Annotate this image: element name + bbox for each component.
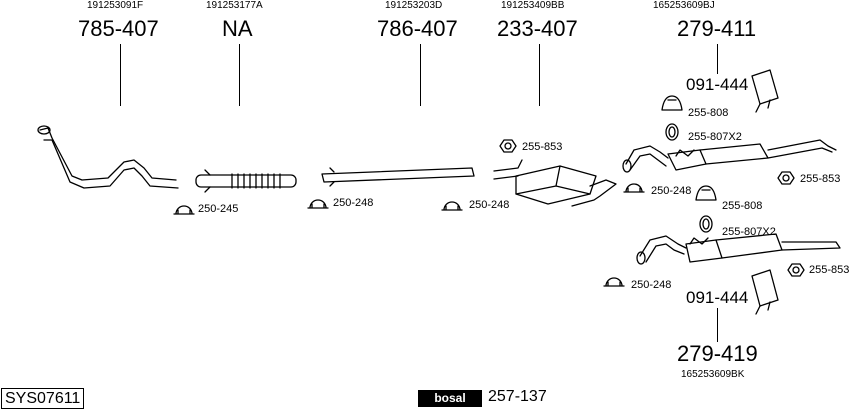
label-rubber-2[interactable]: 255-808 — [722, 200, 763, 212]
label-gasket-1[interactable]: 255-853 — [522, 141, 563, 153]
part-number-mount-2[interactable]: 091-444 — [686, 288, 749, 307]
brand-part-number[interactable]: 257-137 — [488, 388, 547, 405]
label-gasket-2[interactable]: 255-853 — [800, 173, 841, 185]
label-clamp-3[interactable]: 250-248 — [469, 199, 510, 211]
front-pipe-drawing[interactable] — [37, 125, 179, 189]
gasket-icon[interactable] — [777, 171, 795, 185]
label-ring-1[interactable]: 255-807X2 — [688, 131, 742, 143]
label-gasket-3[interactable]: 255-853 — [809, 264, 850, 276]
label-rubber-1[interactable]: 255-808 — [688, 107, 729, 119]
rear-silencer-1-drawing[interactable] — [622, 139, 837, 173]
oe-number-front-silencer: 191253409BB — [501, 0, 565, 11]
ring-icon[interactable] — [665, 123, 679, 141]
clamp-icon[interactable] — [307, 199, 329, 209]
oe-number-pipe: 191253203D — [385, 0, 443, 11]
clamp-icon[interactable] — [441, 201, 463, 211]
leader-line-pipe — [420, 44, 421, 106]
leader-line-rear-silencer-1 — [717, 44, 718, 74]
label-clamp-4[interactable]: 250-248 — [651, 185, 692, 197]
clamp-icon[interactable] — [623, 183, 645, 193]
label-clamp-5[interactable]: 250-248 — [631, 279, 672, 291]
part-number-front-silencer[interactable]: 233-407 — [497, 16, 578, 41]
leader-line-front-pipe — [120, 44, 121, 106]
oe-number-rear-silencer-2: 165253609BK — [681, 369, 745, 380]
gasket-icon[interactable] — [787, 263, 805, 277]
oe-number-rear-silencer-1: 165253609BJ — [653, 0, 715, 11]
part-number-mount-1[interactable]: 091-444 — [686, 75, 749, 94]
leader-line-middle — [239, 44, 240, 106]
rubber-mount-icon[interactable] — [661, 95, 683, 111]
part-number-front-pipe[interactable]: 785-407 — [78, 16, 159, 41]
bracket-icon[interactable] — [751, 69, 779, 113]
bracket-icon[interactable] — [751, 269, 779, 315]
label-ring-2[interactable]: 255-807X2 — [722, 226, 776, 238]
part-number-rear-silencer-2[interactable]: 279-419 — [677, 341, 758, 366]
ring-icon[interactable] — [699, 215, 713, 233]
rear-silencer-2-drawing[interactable] — [636, 233, 841, 265]
label-clamp-1[interactable]: 250-245 — [198, 203, 239, 215]
label-clamp-2[interactable]: 250-248 — [333, 197, 374, 209]
front-silencer-drawing[interactable] — [493, 159, 617, 207]
clamp-icon[interactable] — [603, 277, 625, 287]
middle-flex-pipe-drawing[interactable] — [195, 169, 297, 193]
gasket-icon[interactable] — [499, 139, 517, 153]
leader-line-front-silencer — [539, 44, 540, 106]
oe-number-front-pipe: 191253091F — [87, 0, 144, 11]
part-number-pipe[interactable]: 786-407 — [377, 16, 458, 41]
part-number-rear-silencer-1[interactable]: 279-411 — [677, 16, 757, 41]
straight-pipe-drawing[interactable] — [321, 167, 475, 187]
leader-line-rear-silencer-2 — [717, 308, 718, 342]
oe-number-middle: 191253177A — [206, 0, 263, 11]
brand-logo: bosal — [418, 390, 482, 407]
part-number-middle[interactable]: NA — [222, 16, 253, 41]
clamp-icon[interactable] — [173, 205, 195, 215]
system-code: SYS07611 — [1, 388, 85, 409]
rubber-mount-icon[interactable] — [695, 185, 717, 201]
